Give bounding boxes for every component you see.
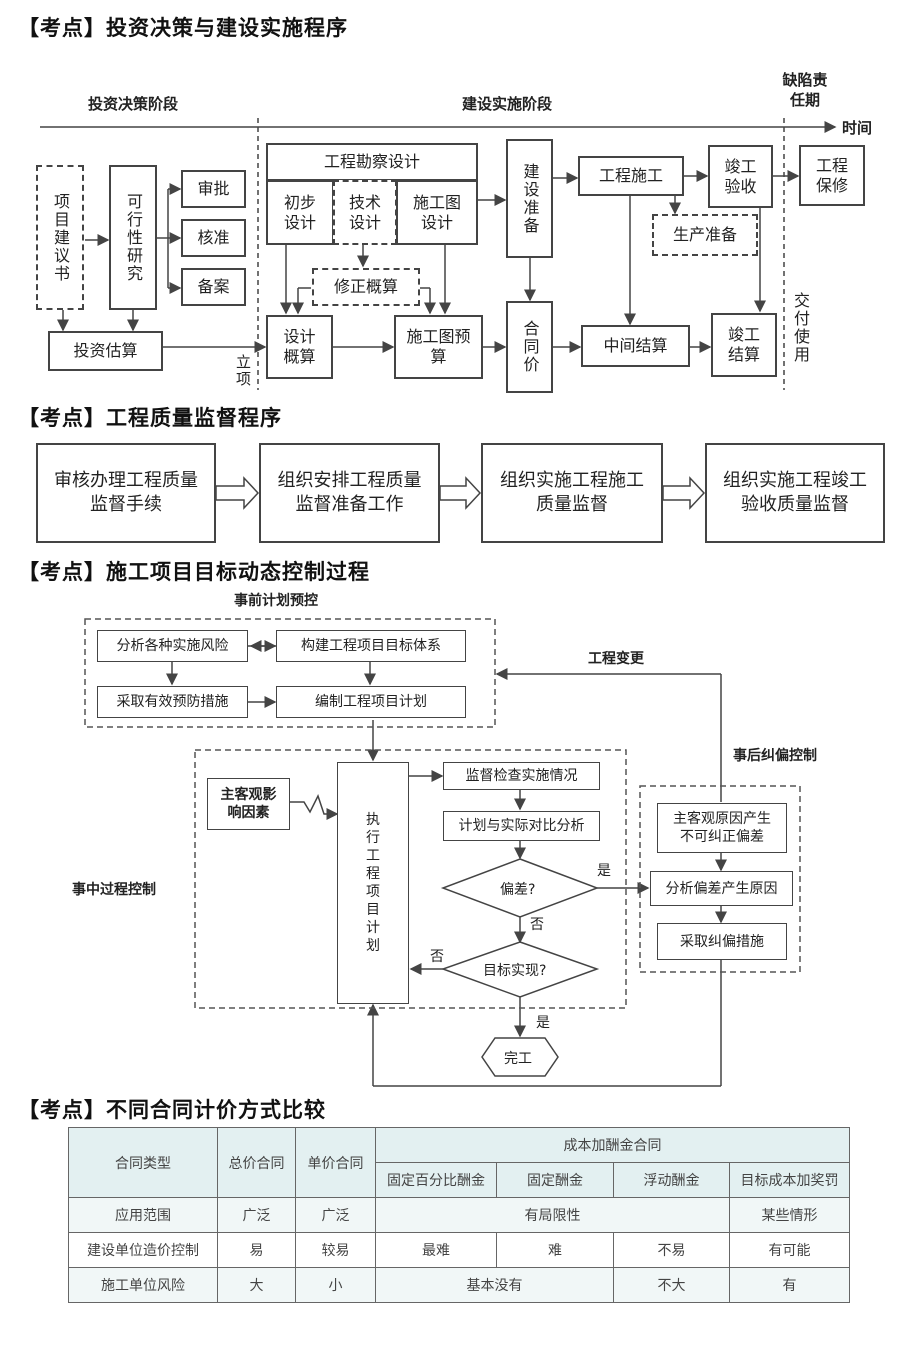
approval-box: 审批: [181, 170, 246, 208]
filing-box: 备案: [181, 268, 246, 306]
analyze-risk-box: 分析各种实施风险: [97, 630, 248, 662]
cell: 有: [729, 1267, 850, 1303]
handover-label: 交付使用: [791, 292, 810, 364]
subheader-fixed-percent: 固定百分比酬金: [375, 1162, 497, 1198]
process-control-label: 事中过程控制: [72, 882, 156, 898]
influence-factors-box: 主客观影响因素: [207, 778, 290, 830]
ratify-box: 核准: [181, 219, 246, 257]
header-cost-plus: 成本加酬金合同: [375, 1127, 850, 1163]
contract-comparison-table: 合同类型 总价合同 单价合同 成本加酬金合同 固定百分比酬金 固定酬金 浮动酬金…: [68, 1127, 850, 1303]
preliminary-design-box: 初步设计: [266, 180, 334, 245]
goal-achieved-question: 目标实现?: [483, 963, 547, 979]
cell-merged: 基本没有: [375, 1267, 614, 1303]
project-plan-box: 编制工程项目计划: [276, 686, 466, 718]
table-header-row: 合同类型 总价合同 单价合同 成本加酬金合同: [68, 1127, 850, 1198]
deviation-diamond: [440, 858, 600, 918]
contract-price-box: 合同价: [506, 301, 553, 393]
header-lump-sum: 总价合同: [217, 1127, 296, 1198]
execute-plan-box: 执行工程项目计划: [337, 762, 409, 1004]
post-control-label: 事后纠偏控制: [733, 748, 817, 764]
section-heading-contract-compare: 【考点】不同合同计价方式比较: [18, 1098, 326, 1122]
interim-settlement-box: 中间结算: [581, 325, 690, 367]
investment-estimate-box: 投资估算: [48, 331, 163, 371]
corrective-measures-box: 采取纠偏措施: [657, 923, 787, 960]
completion-settlement-box: 竣工结算: [711, 313, 777, 377]
construction-drawing-design-box: 施工图设计: [396, 180, 478, 245]
row-label: 施工单位风险: [68, 1267, 218, 1303]
revised-budget-box: 修正概算: [312, 268, 420, 306]
cell-merged: 有局限性: [375, 1197, 730, 1233]
subheader-floating-fee: 浮动酬金: [613, 1162, 730, 1198]
finish-label: 完工: [504, 1051, 532, 1067]
uncorrectable-cause-box: 主客观原因产生不可纠正偏差: [657, 803, 787, 853]
finish-hexagon: [481, 1037, 559, 1077]
section-heading-dynamic-control: 【考点】施工项目目标动态控制过程: [18, 560, 370, 584]
feasibility-study-box: 可行性研究: [109, 165, 157, 310]
plan-vs-actual-box: 计划与实际对比分析: [443, 811, 600, 841]
header-contract-type: 合同类型: [68, 1127, 218, 1198]
subheader-fixed-fee: 固定酬金: [496, 1162, 614, 1198]
cell: 有可能: [729, 1232, 850, 1268]
subheader-target-cost: 目标成本加奖罚: [729, 1162, 850, 1198]
stage-defect-label: 缺陷责任期: [782, 71, 828, 109]
section-heading-investment: 【考点】投资决策与建设实施程序: [18, 16, 348, 40]
project-setup-label: 立项: [234, 354, 252, 388]
quality-step-2: 组织安排工程质量监督准备工作: [259, 443, 440, 543]
table-row: 施工单位风险 大 小 基本没有 不大 有: [68, 1267, 850, 1303]
construction-box: 工程施工: [578, 156, 684, 196]
goal-no-label: 否: [430, 949, 444, 965]
row-label: 应用范围: [68, 1197, 218, 1233]
goal-diamond: [440, 941, 600, 998]
target-system-box: 构建工程项目目标体系: [276, 630, 466, 662]
cell: 最难: [375, 1232, 497, 1268]
completion-acceptance-box: 竣工验收: [708, 145, 773, 208]
deviation-no-label: 否: [530, 917, 544, 933]
cell: 不易: [613, 1232, 730, 1268]
design-budget-box: 设计概算: [266, 315, 333, 379]
cell: 广泛: [217, 1197, 296, 1233]
quality-step-4: 组织实施工程竣工验收质量监督: [705, 443, 885, 543]
cell: 难: [496, 1232, 614, 1268]
drawing-budget-box: 施工图预算: [394, 315, 483, 379]
quality-step-1: 审核办理工程质量监督手续: [36, 443, 216, 543]
survey-design-box: 工程勘察设计: [266, 143, 478, 181]
time-axis-label: 时间: [842, 119, 873, 137]
deviation-question: 偏差?: [500, 882, 536, 898]
project-proposal-box: 项目建议书: [36, 165, 84, 310]
pre-control-label: 事前计划预控: [234, 593, 318, 609]
section-heading-quality: 【考点】工程质量监督程序: [18, 406, 282, 430]
cell: 某些情形: [729, 1197, 850, 1233]
cell: 较易: [295, 1232, 376, 1268]
quality-step-3: 组织实施工程施工质量监督: [481, 443, 663, 543]
table-row: 应用范围 广泛 广泛 有局限性 某些情形: [68, 1197, 850, 1233]
header-unit-price: 单价合同: [295, 1127, 376, 1198]
cell: 大: [217, 1267, 296, 1303]
table-row: 建设单位造价控制 易 较易 最难 难 不易 有可能: [68, 1232, 850, 1268]
goal-yes-label: 是: [536, 1015, 550, 1031]
preventive-measures-box: 采取有效预防措施: [97, 686, 248, 718]
row-label: 建设单位造价控制: [68, 1232, 218, 1268]
warranty-box: 工程保修: [799, 145, 865, 206]
cell: 易: [217, 1232, 296, 1268]
stage-decision-label: 投资决策阶段: [88, 95, 179, 113]
cell: 不大: [613, 1267, 730, 1303]
engineering-change-label: 工程变更: [588, 651, 644, 667]
construction-prep-box: 建设准备: [506, 139, 553, 258]
supervise-check-box: 监督检查实施情况: [443, 762, 600, 790]
technical-design-box: 技术设计: [333, 180, 397, 245]
cell: 小: [295, 1267, 376, 1303]
stage-build-label: 建设实施阶段: [462, 95, 553, 113]
deviation-yes-label: 是: [597, 863, 611, 879]
production-prep-box: 生产准备: [652, 214, 758, 256]
table-subheader-row: 固定百分比酬金 固定酬金 浮动酬金 目标成本加奖罚: [69, 1162, 850, 1198]
cell: 广泛: [295, 1197, 376, 1233]
analyze-cause-box: 分析偏差产生原因: [650, 871, 793, 906]
